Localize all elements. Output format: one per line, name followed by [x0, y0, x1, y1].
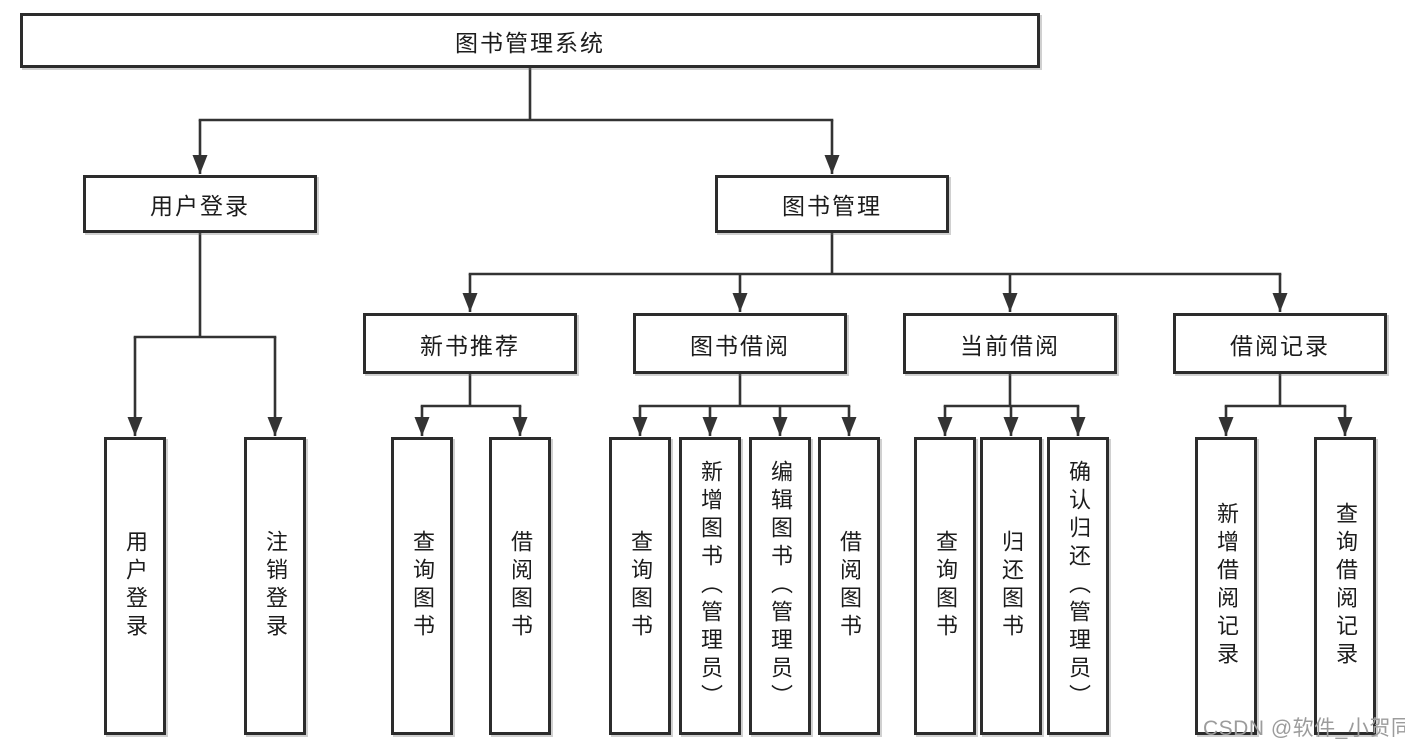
node-borrow-records: 借阅记录: [1173, 313, 1387, 374]
connector-group: [127, 68, 1353, 436]
leaf-query-books-borrow: 查询图书: [609, 437, 671, 735]
leaf-query-books-current: 查询图书: [914, 437, 976, 735]
leaf-borrow-books-borrow: 借阅图书: [818, 437, 880, 735]
leaf-user-login: 用户登录: [104, 437, 166, 735]
node-new-book-recommend: 新书推荐: [363, 313, 577, 374]
leaf-edit-book-admin: 编辑图书（管理员）: [749, 437, 811, 735]
leaf-query-books-recommend: 查询图书: [391, 437, 453, 735]
leaf-add-book-admin: 新增图书（管理员）: [679, 437, 741, 735]
leaf-logout: 注销登录: [244, 437, 306, 735]
node-book-management: 图书管理: [715, 175, 949, 233]
node-book-borrow: 图书借阅: [633, 313, 847, 374]
node-root: 图书管理系统: [20, 13, 1040, 68]
node-current-borrow: 当前借阅: [903, 313, 1117, 374]
leaf-query-borrow-record: 查询借阅记录: [1314, 437, 1376, 735]
leaf-borrow-books-recommend: 借阅图书: [489, 437, 551, 735]
node-user-login: 用户登录: [83, 175, 317, 233]
leaf-confirm-return-admin: 确认归还（管理员）: [1047, 437, 1109, 735]
leaf-return-book: 归还图书: [980, 437, 1042, 735]
csdn-watermark: CSDN @软件_小贺同学: [1203, 717, 1405, 740]
leaf-add-borrow-record: 新增借阅记录: [1195, 437, 1257, 735]
